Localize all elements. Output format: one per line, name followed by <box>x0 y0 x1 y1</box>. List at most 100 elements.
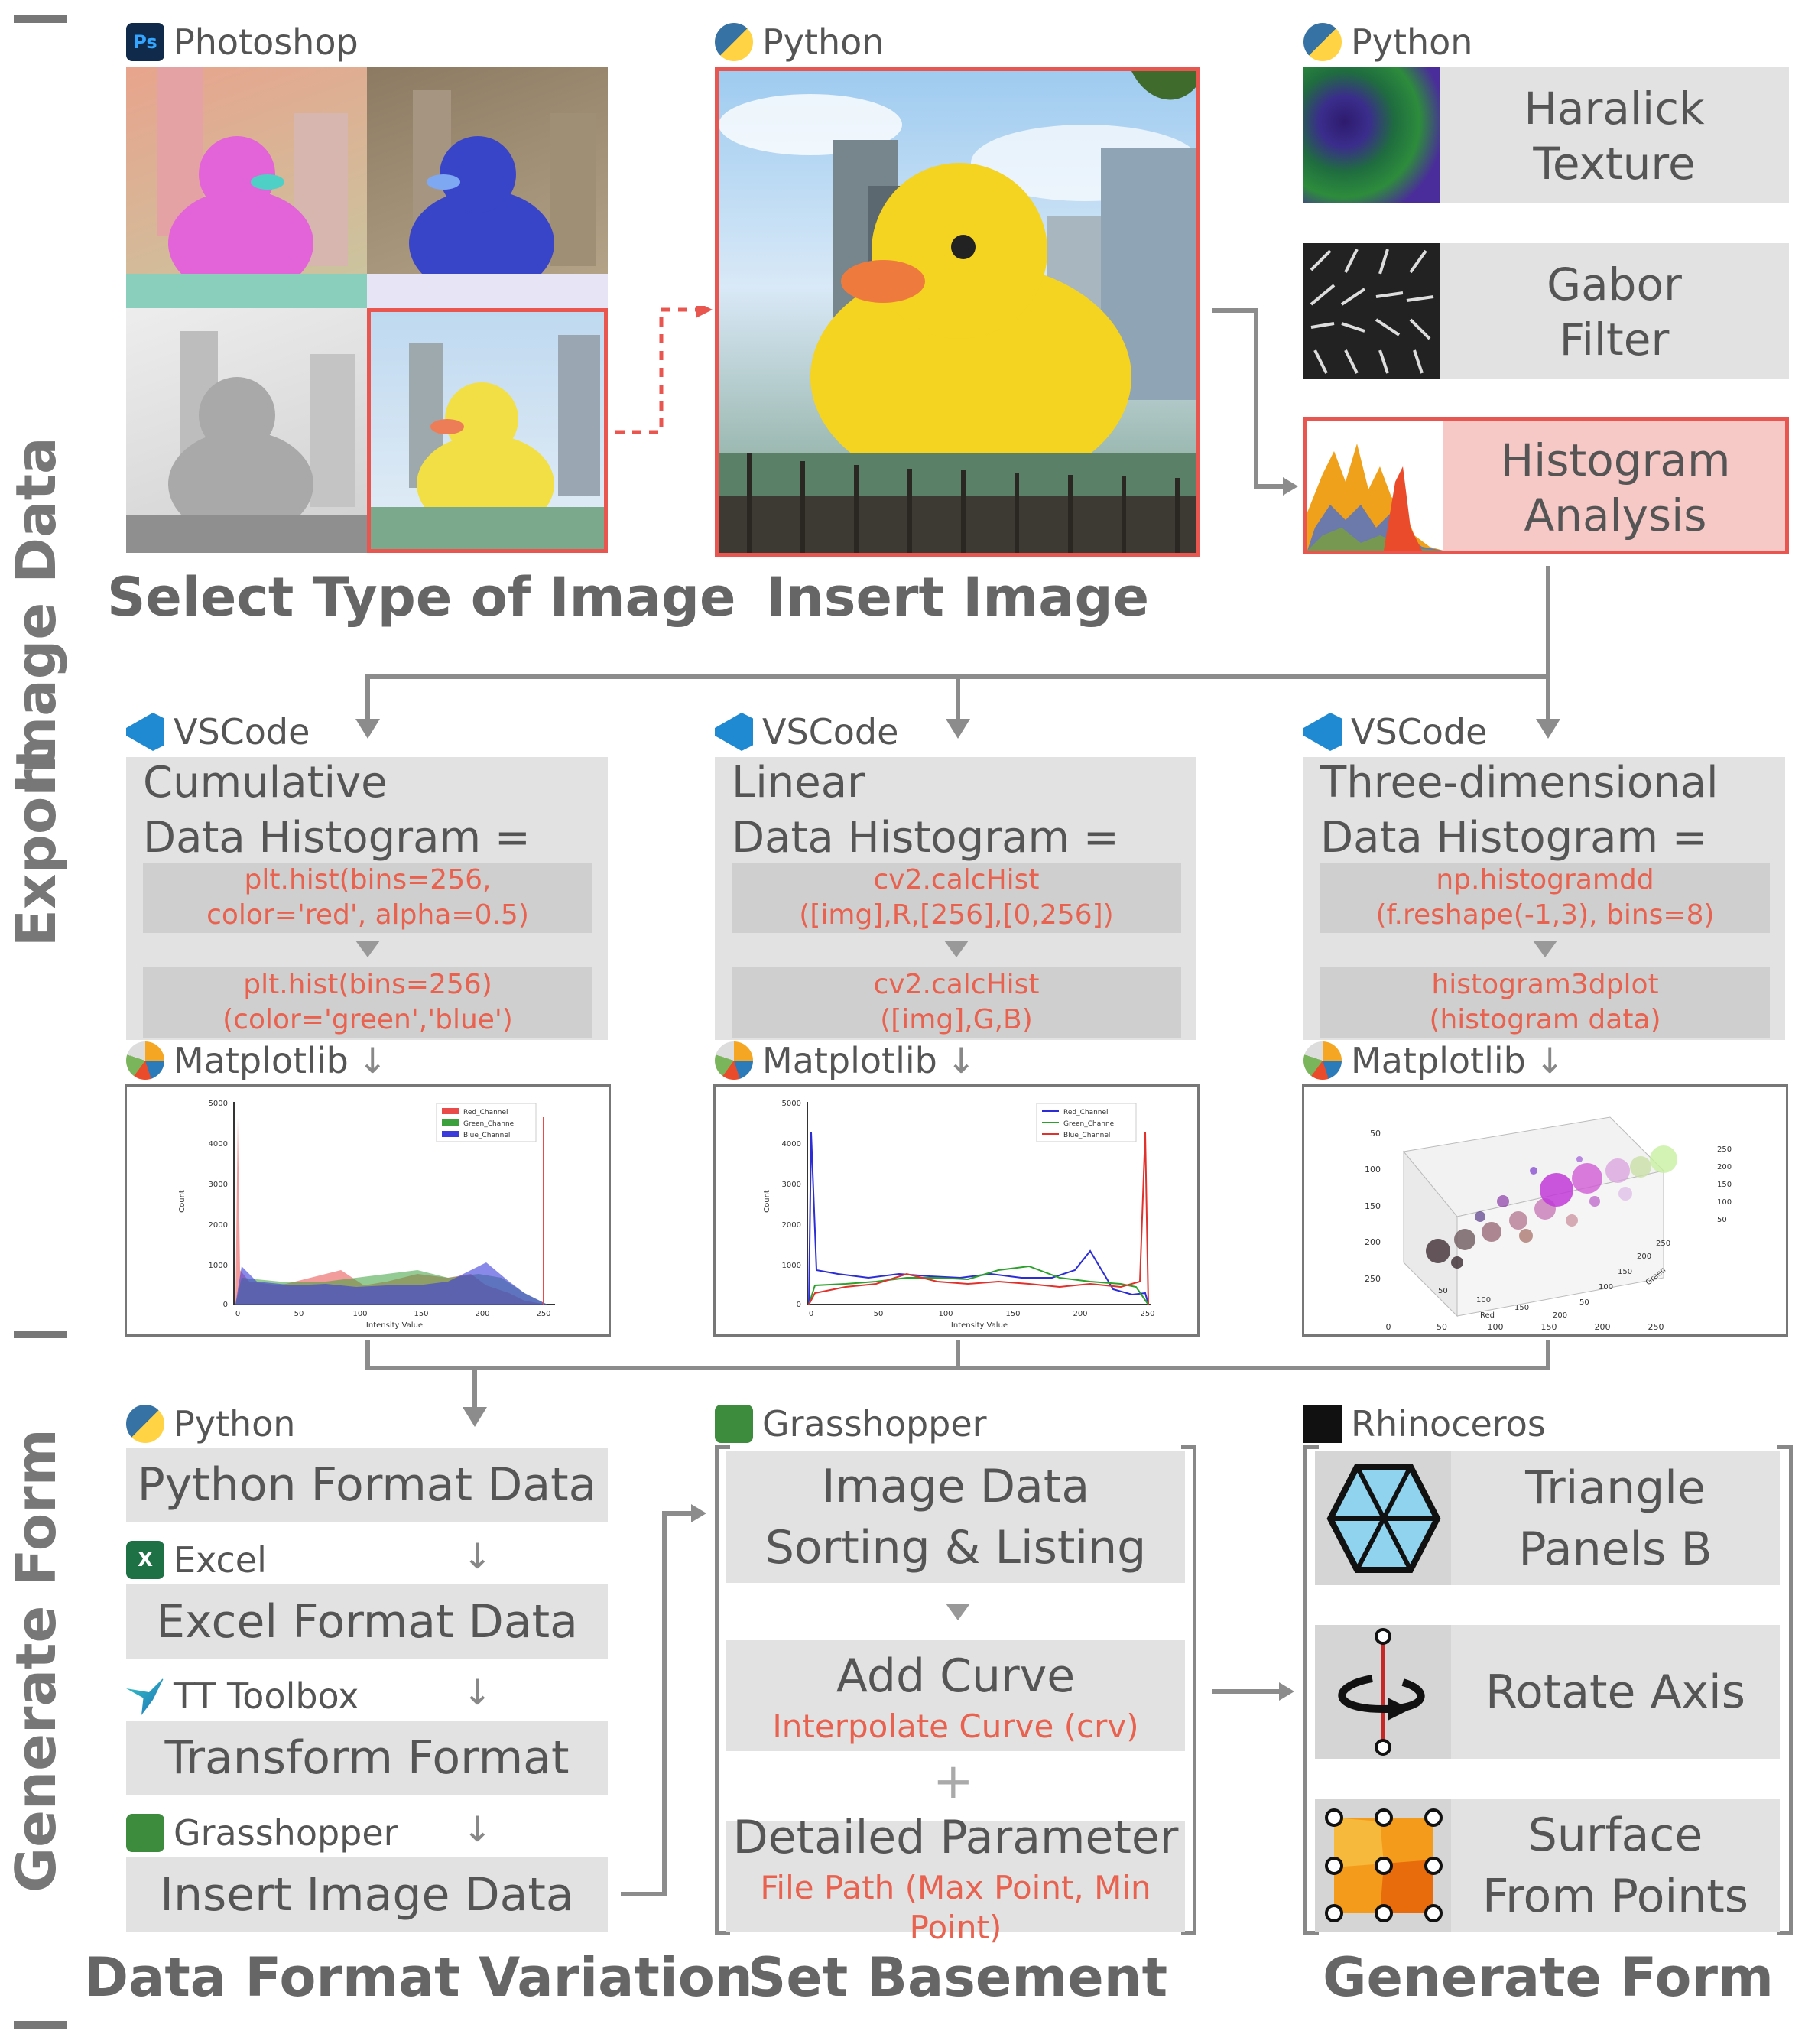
tool-label: Excel <box>174 1539 267 1581</box>
arrow-col1 <box>355 719 381 745</box>
bracket-form <box>1303 1445 1793 1935</box>
connector-v1 <box>1254 308 1258 486</box>
tool-matplotlib-2: Matplotlib ↓ <box>715 1040 976 1081</box>
axis-tick: 250 <box>1648 1322 1664 1332</box>
image-variant-color-selected[interactable] <box>367 308 608 553</box>
image-variant-pink[interactable] <box>126 67 367 308</box>
duck-blue-image <box>367 90 608 308</box>
step-add-curve[interactable]: Add Curve Interpolate Curve (crv) <box>726 1640 1185 1751</box>
histogram-analysis-icon <box>1307 421 1443 551</box>
ytick: 0 <box>223 1301 228 1309</box>
axis-tick: 150 <box>1365 1201 1381 1211</box>
ytick: 2000 <box>209 1221 228 1230</box>
tool-vscode-3: VSCode <box>1303 711 1487 752</box>
triangle-panels-icon <box>1315 1451 1451 1585</box>
form-rotate-axis[interactable]: Rotate Axis <box>1315 1625 1780 1759</box>
plot-linear: 5000 4000 3000 2000 1000 0 0 50 100 150 … <box>713 1084 1200 1337</box>
axis-tick: 100 <box>1476 1296 1491 1305</box>
ytick: 2000 <box>782 1221 801 1230</box>
code-block-1: np.histogramdd(f.reshape(-1,3), bins=8) <box>1320 863 1770 933</box>
tool-label: TT Toolbox <box>174 1675 359 1717</box>
blue-channel-line <box>808 1132 1149 1305</box>
cumulative-histogram-chart: 5000 4000 3000 2000 1000 0 0 50 100 150 … <box>178 1100 555 1330</box>
tool-rhinoceros: Rhinoceros <box>1303 1403 1546 1444</box>
legend-entry: Green_Channel <box>463 1120 516 1128</box>
axis-tick: 100 <box>1599 1283 1613 1292</box>
red-channel-line <box>808 1132 1149 1305</box>
xtick: 200 <box>475 1310 489 1318</box>
code-block-2: plt.hist(bins=256)(color='green','blue') <box>143 967 592 1038</box>
ytick: 4000 <box>782 1140 801 1149</box>
ylabel: Count <box>763 1190 771 1213</box>
xtick: 50 <box>294 1310 304 1318</box>
xlabel: Intensity Value <box>951 1321 1008 1330</box>
section-title-select-type: Select Type of Image <box>107 566 736 629</box>
grasshopper-icon <box>715 1405 753 1443</box>
duck-color-small-image <box>371 335 604 549</box>
image-variant-gray[interactable] <box>126 308 367 553</box>
code-block-1: plt.hist(bins=256,color='red', alpha=0.5… <box>143 863 592 933</box>
arrow-to-basement <box>662 1500 708 1533</box>
ytick: 5000 <box>782 1100 801 1108</box>
tool-matplotlib-1: Matplotlib ↓ <box>126 1040 387 1081</box>
section-title-data-format: Data Format Variation <box>84 1946 753 2009</box>
tool-matplotlib-3: Matplotlib ↓ <box>1303 1040 1564 1081</box>
sidebar-label-generate-form: Generate Form <box>4 1428 68 1893</box>
python-icon <box>1303 23 1342 61</box>
step-transform-format[interactable]: Transform Format <box>126 1721 608 1795</box>
hummingbird-icon <box>126 1677 164 1715</box>
code-block-2: histogram3dplot(histogram data) <box>1320 967 1770 1038</box>
vscode-icon <box>715 713 753 751</box>
ytick: 5000 <box>209 1100 228 1108</box>
tool-label: Rhinoceros <box>1351 1403 1546 1444</box>
arrow-col3 <box>1536 719 1562 745</box>
code-block-2: cv2.calcHist([img],G,B) <box>732 967 1181 1038</box>
tool-label: VSCode <box>762 711 899 752</box>
xtick: 150 <box>414 1310 428 1318</box>
legend-entry: Blue_Channel <box>463 1132 510 1139</box>
tool-label: VSCode <box>1351 711 1488 752</box>
axis-tick: 100 <box>1717 1198 1732 1207</box>
axis-tick: 50 <box>1438 1287 1448 1295</box>
tool-label: Python <box>762 21 885 63</box>
image-variant-blue[interactable] <box>367 67 608 308</box>
step-excel-format[interactable]: Excel Format Data <box>126 1584 608 1659</box>
step-insert-image-data[interactable]: Insert Image Data <box>126 1857 608 1932</box>
tool-label: Python <box>174 1403 296 1444</box>
axis-tick: 50 <box>1437 1322 1447 1332</box>
connector-col2 <box>956 674 960 722</box>
axis-tick: 200 <box>1365 1237 1381 1247</box>
inserted-duck-image[interactable] <box>715 67 1200 557</box>
step-python-format[interactable]: Python Format Data <box>126 1448 608 1522</box>
connector-merge-down <box>472 1366 477 1412</box>
vscode-icon <box>1303 713 1342 751</box>
photoshop-icon: Ps <box>126 23 164 61</box>
section-title-generate-form: Generate Form <box>1323 1946 1774 2009</box>
sidebar-tick-bottom <box>14 2021 67 2029</box>
down-triangle <box>1533 941 1557 957</box>
ytick: 3000 <box>209 1181 228 1189</box>
axis-tick: 150 <box>1514 1304 1529 1312</box>
xtick: 100 <box>352 1310 367 1318</box>
connector-h1 <box>1212 308 1258 313</box>
legend-entry: Red_Channel <box>463 1109 508 1116</box>
down-arrow-icon: ↓ <box>946 1040 976 1081</box>
down-arrow-icon: ↓ <box>1534 1040 1565 1081</box>
matplotlib-icon <box>715 1041 753 1080</box>
surface-points-icon <box>1315 1799 1451 1932</box>
step-detailed-parameter[interactable]: Detailed Parameter File Path (Max Point,… <box>726 1811 1185 1946</box>
axis-tick: 200 <box>1553 1311 1567 1320</box>
tool-vscode-2: VSCode <box>715 711 898 752</box>
tool-photoshop: Ps Photoshop <box>126 21 359 63</box>
tool-python-3: Python <box>126 1403 295 1444</box>
